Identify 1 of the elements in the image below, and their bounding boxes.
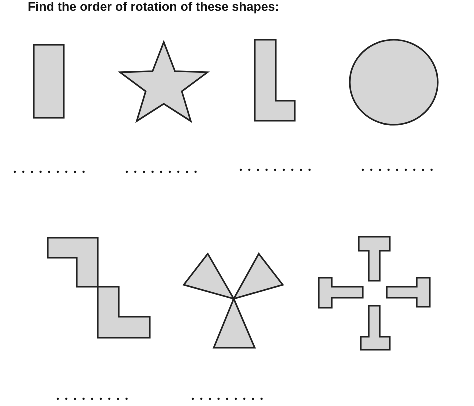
worksheet-title: Find the order of rotation of these shapes: (28, 0, 280, 14)
